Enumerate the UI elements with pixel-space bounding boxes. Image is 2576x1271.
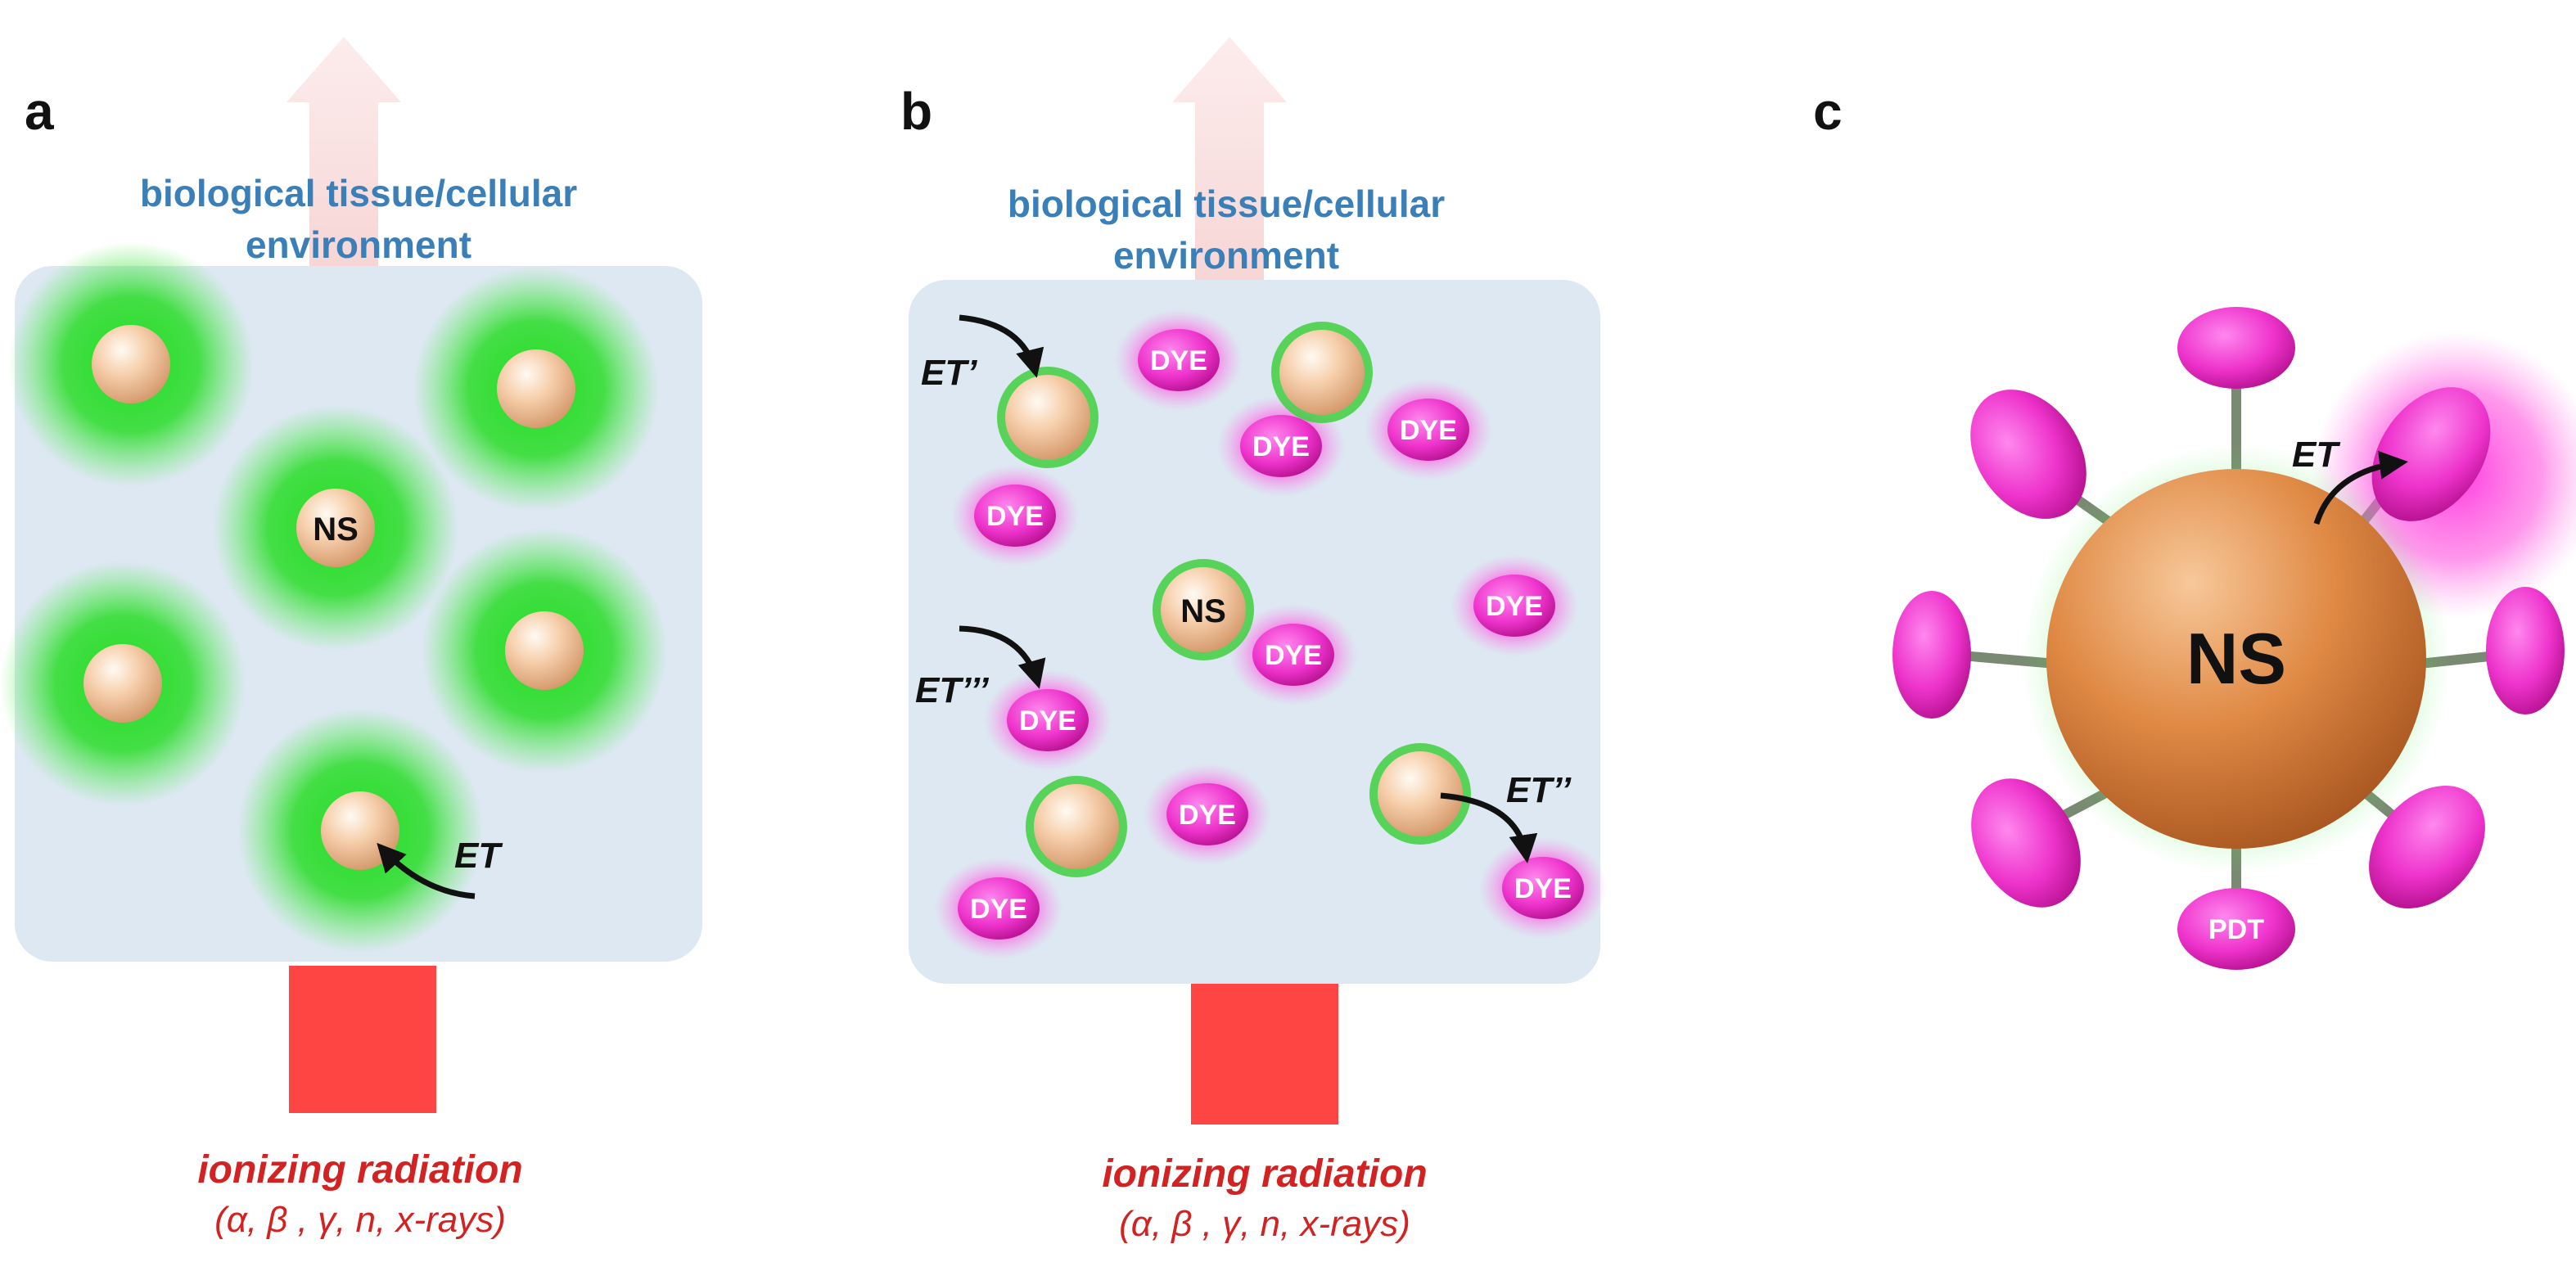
- radiation-types-a: (α, β , γ, n, x-rays): [214, 1200, 506, 1240]
- dye-label: DYE: [1514, 873, 1572, 904]
- energy-transfer-arrow-a: [377, 842, 476, 899]
- dye-label: DYE: [1150, 345, 1207, 376]
- panel-a: a biological tissue/cellular environment…: [0, 37, 702, 1240]
- dye-label: DYE: [970, 894, 1027, 925]
- energy-transfer-arrow-b2: [1440, 792, 1538, 863]
- energy-transfer-arrow-b1: [959, 314, 1044, 378]
- panel-c-letter: c: [1813, 82, 1843, 141]
- ns-label-b: NS: [1180, 593, 1226, 629]
- environment-label-b-line1: biological tissue/cellular: [1008, 183, 1445, 225]
- emission-arrow-a: [286, 37, 401, 270]
- environment-label-a-line2: environment: [246, 223, 471, 266]
- radiation-source-a: [289, 966, 436, 1113]
- et-label-b2: ET’’: [1506, 770, 1572, 810]
- nanoparticle: [92, 325, 170, 403]
- panel-c: c NS PDT: [1813, 82, 2576, 970]
- panel-a-letter: a: [25, 82, 54, 141]
- dye-label: DYE: [1486, 591, 1543, 622]
- dye-label: DYE: [1265, 640, 1322, 671]
- pdt-label: PDT: [2208, 914, 2264, 945]
- dye-label: DYE: [1252, 431, 1310, 462]
- dye-label: DYE: [986, 501, 1044, 532]
- dye-molecules-b: [935, 309, 1607, 959]
- dye-label: DYE: [1179, 800, 1236, 831]
- nanoparticle: [83, 644, 162, 723]
- radiation-types-b: (α, β , γ, n, x-rays): [1119, 1204, 1410, 1244]
- panel-b-letter: b: [900, 82, 932, 141]
- panel-b: b biological tissue/cellular environment: [900, 37, 1607, 1244]
- nanoparticles-b: [997, 322, 1471, 877]
- dye-label: DYE: [1019, 705, 1076, 737]
- photosensitizers-c: [1893, 307, 2565, 970]
- nanoparticle: [505, 611, 584, 690]
- radiation-label-b: ionizing radiation: [1102, 1152, 1427, 1196]
- environment-label-b-line2: environment: [1113, 234, 1339, 277]
- radiation-label-a: ionizing radiation: [197, 1148, 522, 1192]
- et-label-b3: ET’’’: [915, 670, 989, 710]
- et-label-b1: ET’: [921, 353, 977, 393]
- et-label-c: ET: [2292, 435, 2340, 475]
- nanoparticle: [497, 349, 575, 428]
- energy-transfer-arrow-b3: [959, 625, 1046, 689]
- emission-arrow-b: [1172, 37, 1287, 286]
- ns-label-c: NS: [2186, 618, 2286, 699]
- et-label-a: ET: [454, 836, 503, 876]
- nanoscintillator-core: [2046, 469, 2426, 849]
- ns-label-a: NS: [313, 512, 359, 548]
- dye-label: DYE: [1400, 415, 1457, 446]
- radiation-source-b: [1191, 984, 1338, 1125]
- energy-transfer-arrow-c: [2313, 450, 2408, 525]
- environment-label-a-line1: biological tissue/cellular: [140, 172, 577, 214]
- nanoparticle: [296, 489, 375, 567]
